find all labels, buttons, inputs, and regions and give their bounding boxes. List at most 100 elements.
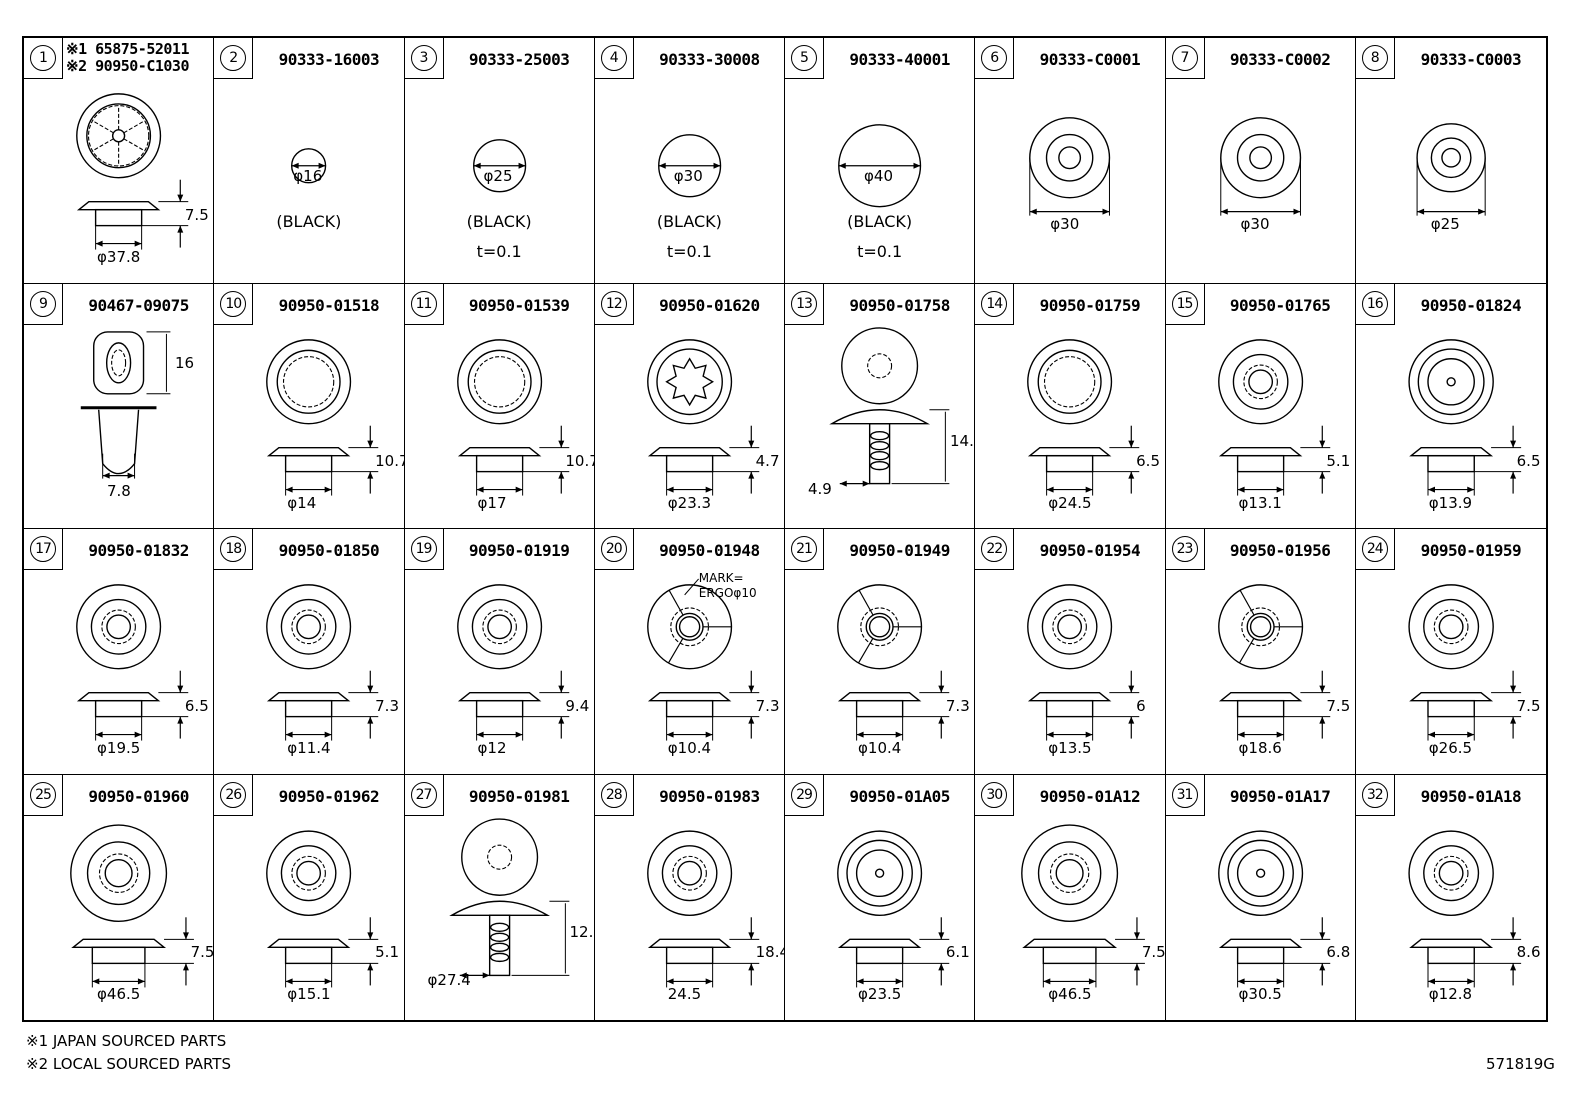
part-drawing — [1217, 584, 1330, 741]
footnote-local: ※2 LOCAL SOURCED PARTS — [26, 1055, 231, 1073]
height-label: 7.5 — [1516, 697, 1541, 715]
part-number: 90950-01960 — [88, 786, 189, 806]
item-number-box: 21 — [785, 529, 824, 570]
part-number: 90950-01A12 — [1039, 786, 1141, 806]
height-label: 7.5 — [1141, 942, 1166, 961]
item-number-box: 12 — [594, 283, 634, 325]
height-label: 7.3 — [375, 697, 399, 715]
item-number: 13 — [791, 290, 817, 317]
grommet-top-view — [1217, 338, 1303, 424]
part-drawing — [1029, 117, 1111, 216]
note-text: (BLACK) — [847, 212, 913, 231]
item-number-box: 22 — [975, 529, 1015, 570]
grommet-top-view — [266, 829, 352, 916]
item-number: 7 — [1171, 45, 1198, 71]
diameter-label: φ10.4 — [667, 739, 712, 757]
item-number-box: 13 — [785, 283, 824, 325]
grommet-top-view — [70, 823, 168, 922]
grommet-top-view — [1027, 584, 1113, 670]
item-number-box: 32 — [1355, 774, 1395, 816]
part-number: 90950-01983 — [659, 786, 760, 806]
item-number: 9 — [30, 290, 56, 317]
part-drawing — [1416, 123, 1486, 216]
mark-annotation: MARK=ERGOφ10 — [699, 571, 757, 601]
grommet-top-view — [837, 829, 923, 916]
height-label: 7.5 — [1326, 697, 1351, 715]
part-number: 90950-01765 — [1229, 295, 1331, 315]
diameter-label: φ23.5 — [858, 984, 902, 1003]
height-label: 8.6 — [1516, 942, 1541, 961]
grommet-top-view — [456, 338, 542, 424]
part-number: 90333-30008 — [659, 50, 760, 69]
part-number: 90950-01948 — [659, 541, 760, 560]
part-drawing — [1408, 338, 1521, 496]
part-number: 90333-C0002 — [1229, 50, 1331, 69]
item-number-box: 7 — [1165, 38, 1205, 79]
grommet-top-view — [1217, 584, 1303, 670]
part-drawing — [266, 338, 379, 496]
part-drawing — [837, 829, 950, 987]
width-label: 7.8 — [107, 481, 131, 500]
diameter-label: φ15.1 — [287, 984, 331, 1003]
clip-legs — [98, 409, 140, 474]
pin-head-top — [841, 326, 919, 404]
grommet-side-view — [1408, 446, 1493, 456]
grommet-side-view — [647, 691, 732, 702]
cap-outer — [1416, 123, 1486, 193]
grommet-side-view — [647, 446, 732, 456]
item-number-box: 4 — [594, 38, 634, 79]
part-drawing — [838, 124, 922, 208]
height-label: 6.8 — [1326, 942, 1351, 961]
item-number-box: 19 — [404, 529, 444, 570]
part-drawing — [1217, 829, 1330, 987]
part-number: 90333-C0001 — [1039, 50, 1141, 69]
part-drawing — [646, 338, 759, 496]
item-number: 11 — [410, 290, 437, 317]
footnote-japan: ※1 JAPAN SOURCED PARTS — [26, 1032, 227, 1050]
grommet-side-view — [457, 691, 541, 702]
part-number: 90950-01539 — [468, 295, 570, 315]
item-number: 6 — [981, 45, 1008, 71]
grommet-top-view — [646, 338, 732, 424]
part-drawing — [1217, 338, 1330, 496]
grommet-side-view — [267, 446, 351, 456]
part-number: 90950-01919 — [468, 541, 570, 560]
item-number: 32 — [1361, 781, 1388, 808]
item-number: 23 — [1171, 536, 1198, 562]
grommet-side-view — [1022, 938, 1118, 948]
item-number-box: 26 — [214, 774, 254, 816]
item-number-box: 31 — [1165, 774, 1205, 816]
part-drawing — [1408, 829, 1521, 987]
part-number: 90950-01620 — [659, 295, 760, 315]
height-label: 5.1 — [1326, 451, 1351, 470]
item-number-box: 18 — [214, 529, 254, 570]
diameter-label: φ17 — [477, 493, 507, 512]
diameter-label: φ13.5 — [1048, 739, 1092, 757]
height-label: 10.7 — [375, 451, 403, 470]
item-number: 12 — [600, 290, 627, 317]
diameter-label: φ40 — [864, 167, 893, 185]
grommet-side-view — [267, 691, 351, 702]
part-drawing — [829, 326, 950, 487]
grommet-side-view — [1408, 691, 1493, 702]
part-number: 90950-01981 — [468, 786, 570, 806]
item-number: 16 — [1361, 290, 1388, 317]
part-drawing — [1027, 338, 1140, 496]
grommet-side-view — [267, 938, 351, 948]
item-number-box: 5 — [785, 38, 824, 79]
grommet-top-view — [76, 93, 162, 179]
height-label: 18.4 — [755, 942, 784, 961]
item-number-box: 29 — [785, 774, 824, 816]
note-text: (BLACK) — [276, 212, 342, 231]
item-number-box: 17 — [24, 529, 63, 570]
